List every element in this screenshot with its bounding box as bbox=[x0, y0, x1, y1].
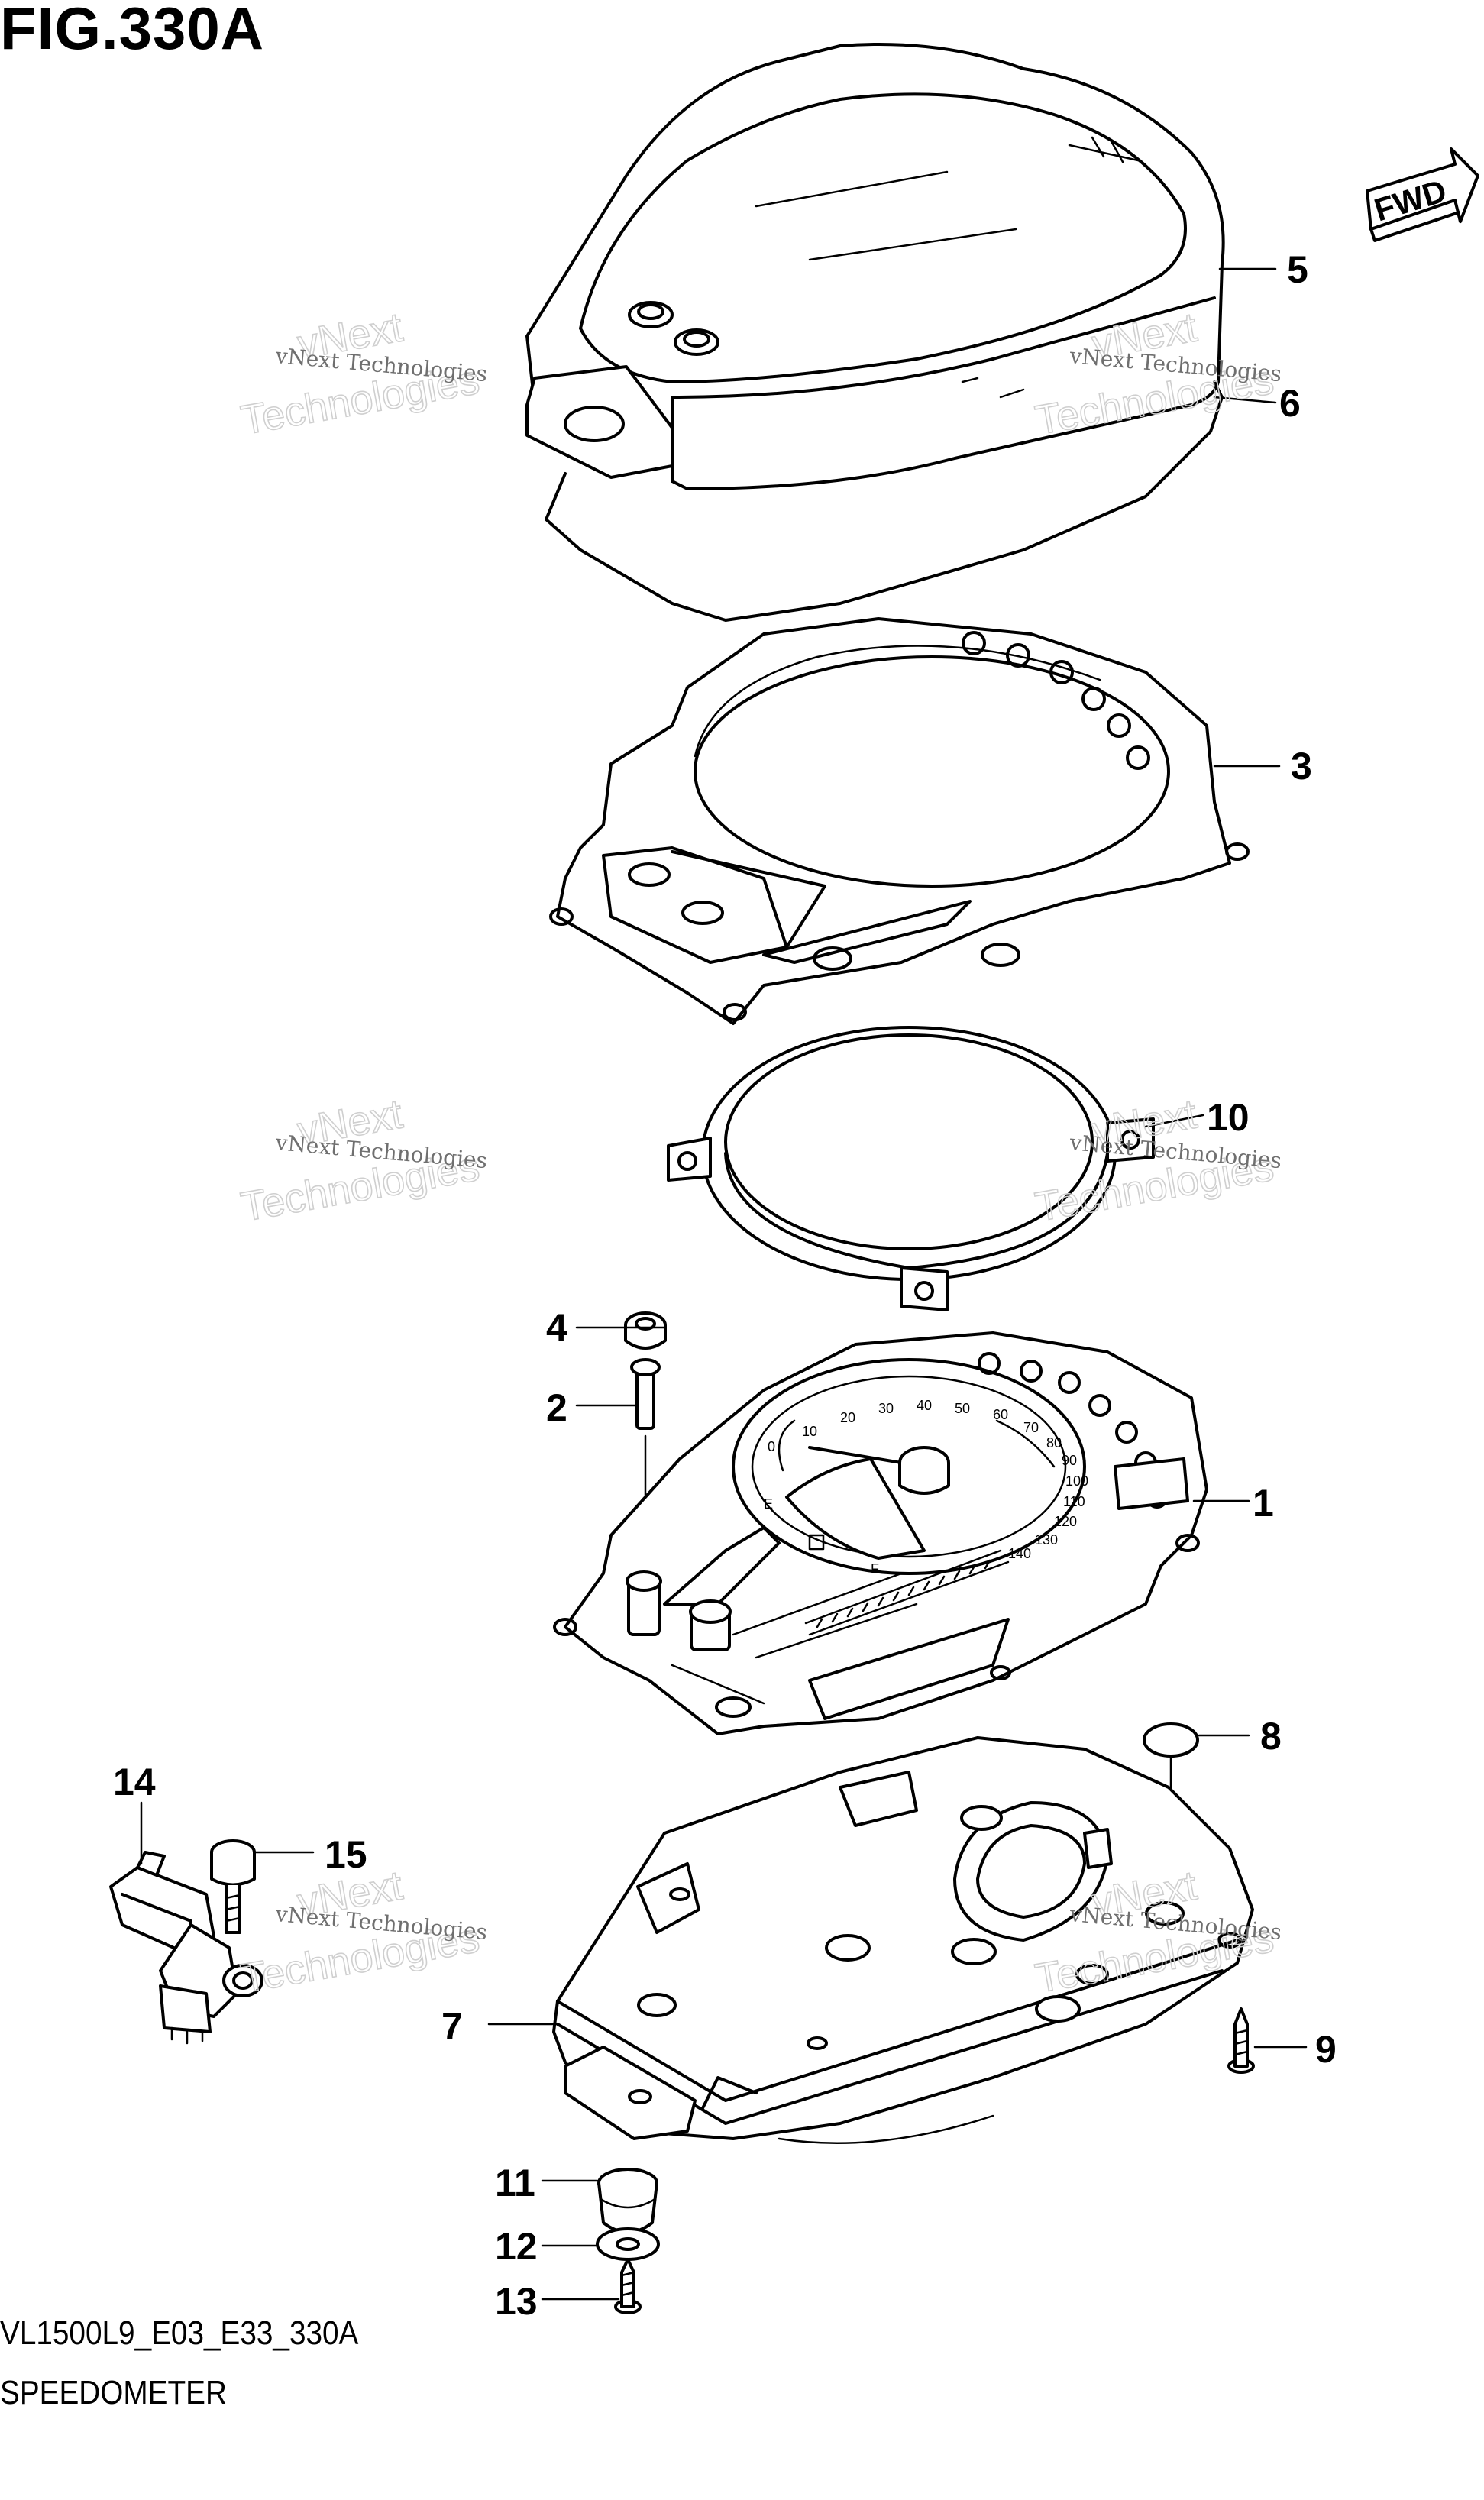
callout-13: 13 bbox=[495, 2280, 538, 2323]
callout-1: 1 bbox=[1253, 1482, 1274, 1525]
dial-number: 60 bbox=[993, 1407, 1008, 1422]
part-1-speedometer-assy: 0 10 20 30 40 50 60 70 80 90 100 110 120… bbox=[553, 1331, 1208, 1735]
part-3-meter-housing bbox=[549, 617, 1250, 1025]
dial-number: 90 bbox=[1062, 1453, 1077, 1468]
part-11-grommet bbox=[597, 2168, 658, 2234]
dial-number: 140 bbox=[1008, 1546, 1031, 1561]
callout-15: 15 bbox=[325, 1833, 367, 1876]
callout-12: 12 bbox=[495, 2225, 538, 2268]
callout-2: 2 bbox=[546, 1386, 567, 1429]
callout-6: 6 bbox=[1279, 382, 1301, 425]
callout-8: 8 bbox=[1260, 1715, 1282, 1758]
drawing-code: VL1500L9_E03_E33_330A bbox=[0, 2314, 359, 2352]
callout-labels: 5 6 3 10 4 2 1 8 9 7 11 12 13 14 15 bbox=[113, 248, 1337, 2323]
part-12-washer bbox=[596, 2227, 660, 2261]
fuel-full-mark: F bbox=[871, 1561, 879, 1577]
dial-number: 120 bbox=[1054, 1514, 1077, 1529]
dial-number: 0 bbox=[768, 1439, 775, 1454]
callout-14: 14 bbox=[113, 1761, 156, 1803]
fuel-empty-mark: E bbox=[764, 1496, 773, 1512]
part-15-bolt bbox=[210, 1839, 256, 1934]
dial-number: 80 bbox=[1046, 1435, 1062, 1451]
figure-title: FIG.330A bbox=[0, 0, 265, 62]
part-14-speed-sensor bbox=[109, 1851, 263, 2045]
watermark-group: vNext Technologies vNext Technologies vN… bbox=[237, 304, 1282, 2003]
dial-number: 70 bbox=[1023, 1420, 1039, 1435]
dial-number: 20 bbox=[840, 1410, 855, 1425]
callout-5: 5 bbox=[1287, 248, 1308, 291]
part-10-ring bbox=[667, 1026, 1155, 1311]
part-2-pin bbox=[630, 1358, 661, 1430]
dial-number: 30 bbox=[878, 1401, 894, 1416]
dial-number: 40 bbox=[917, 1398, 932, 1413]
part-13-screw bbox=[614, 2258, 642, 2314]
callout-4: 4 bbox=[546, 1306, 567, 1349]
dial-number: 100 bbox=[1065, 1473, 1088, 1489]
part-6-gasket bbox=[545, 380, 1224, 622]
part-5-meter-cover bbox=[525, 43, 1225, 490]
dial-number: 130 bbox=[1035, 1532, 1058, 1548]
part-4-nut bbox=[624, 1311, 667, 1350]
callout-11: 11 bbox=[495, 2162, 535, 2204]
fuel-pump-icon bbox=[808, 1534, 825, 1551]
fwd-arrow-icon: FWD bbox=[1366, 147, 1479, 242]
callout-3: 3 bbox=[1291, 745, 1312, 788]
callout-9: 9 bbox=[1315, 2028, 1337, 2071]
part-9-screw bbox=[1227, 2007, 1255, 2074]
dial-number: 110 bbox=[1063, 1494, 1085, 1509]
dial-number: 50 bbox=[955, 1401, 970, 1416]
dial-number: 10 bbox=[802, 1424, 817, 1439]
part-8-cap bbox=[1143, 1722, 1199, 1758]
callout-7: 7 bbox=[441, 2005, 463, 2048]
leader-lines bbox=[140, 267, 1308, 2301]
part-7-lower-case bbox=[552, 1736, 1254, 2144]
drawing-name: SPEEDOMETER bbox=[0, 2374, 227, 2411]
callout-10: 10 bbox=[1207, 1096, 1250, 1139]
